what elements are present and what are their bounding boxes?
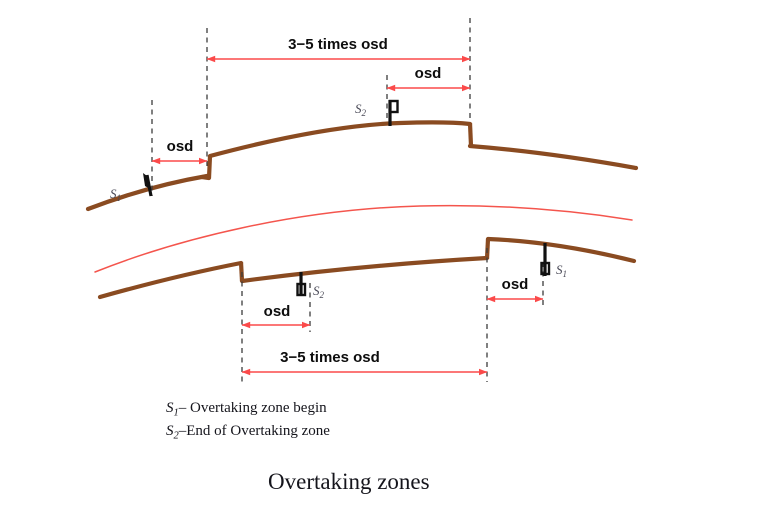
sign-plate-top-right	[388, 99, 399, 114]
sign-plate-top-left	[143, 173, 150, 189]
dimension-label-top-osd-left: osd	[167, 138, 194, 155]
dimension-top-long: 3−5 times osd	[206, 36, 471, 63]
lower-road-step-left	[238, 261, 245, 282]
upper-road-segment-mid	[207, 120, 473, 159]
dimension-label-top-long: 3−5 times osd	[288, 36, 388, 53]
lower-road-segment-mid	[239, 255, 490, 284]
sign-label-top-right: S2	[355, 101, 367, 118]
upper-road-step-right	[467, 122, 474, 147]
dimension-top-osd-right: osd	[386, 65, 471, 92]
dimension-label-bottom-osd-left: osd	[264, 303, 291, 320]
legend-item-s1: S1– Overtaking zone begin	[166, 400, 327, 419]
lower-carriageway	[97, 236, 637, 300]
figure-title: Overtaking zones	[268, 469, 430, 494]
dimension-label-top-osd-right: osd	[415, 65, 442, 82]
lower-road-segment-right	[485, 236, 637, 264]
sign-marker-bottom-right	[540, 243, 551, 276]
sign-label-bottom-left: S2	[313, 283, 325, 300]
dimension-label-bottom-long: 3−5 times osd	[280, 349, 380, 366]
sign-plate-bottom-left	[296, 282, 307, 297]
sign-label-top-left: S1	[110, 186, 121, 203]
sign-marker-top-left	[143, 173, 153, 197]
legend-item-s2: S2–End of Overtaking zone	[166, 423, 330, 442]
lower-road-segment-left	[97, 260, 244, 300]
dimension-label-bottom-osd-right: osd	[502, 276, 529, 293]
sign-label-bottom-right: S1	[556, 262, 567, 279]
road-center-line	[94, 204, 633, 273]
sign-plate-bottom-right	[540, 261, 551, 276]
dimension-bottom-osd-left: osd	[241, 303, 311, 329]
dimension-top-osd-left: osd	[151, 138, 208, 165]
dimension-bottom-long: 3−5 times osd	[241, 349, 488, 376]
upper-road-segment-right	[467, 143, 639, 171]
sign-marker-bottom-left	[296, 272, 307, 297]
dimension-bottom-osd-right: osd	[486, 276, 544, 303]
upper-road-step-left	[201, 155, 213, 181]
sign-marker-top-right	[388, 99, 399, 126]
